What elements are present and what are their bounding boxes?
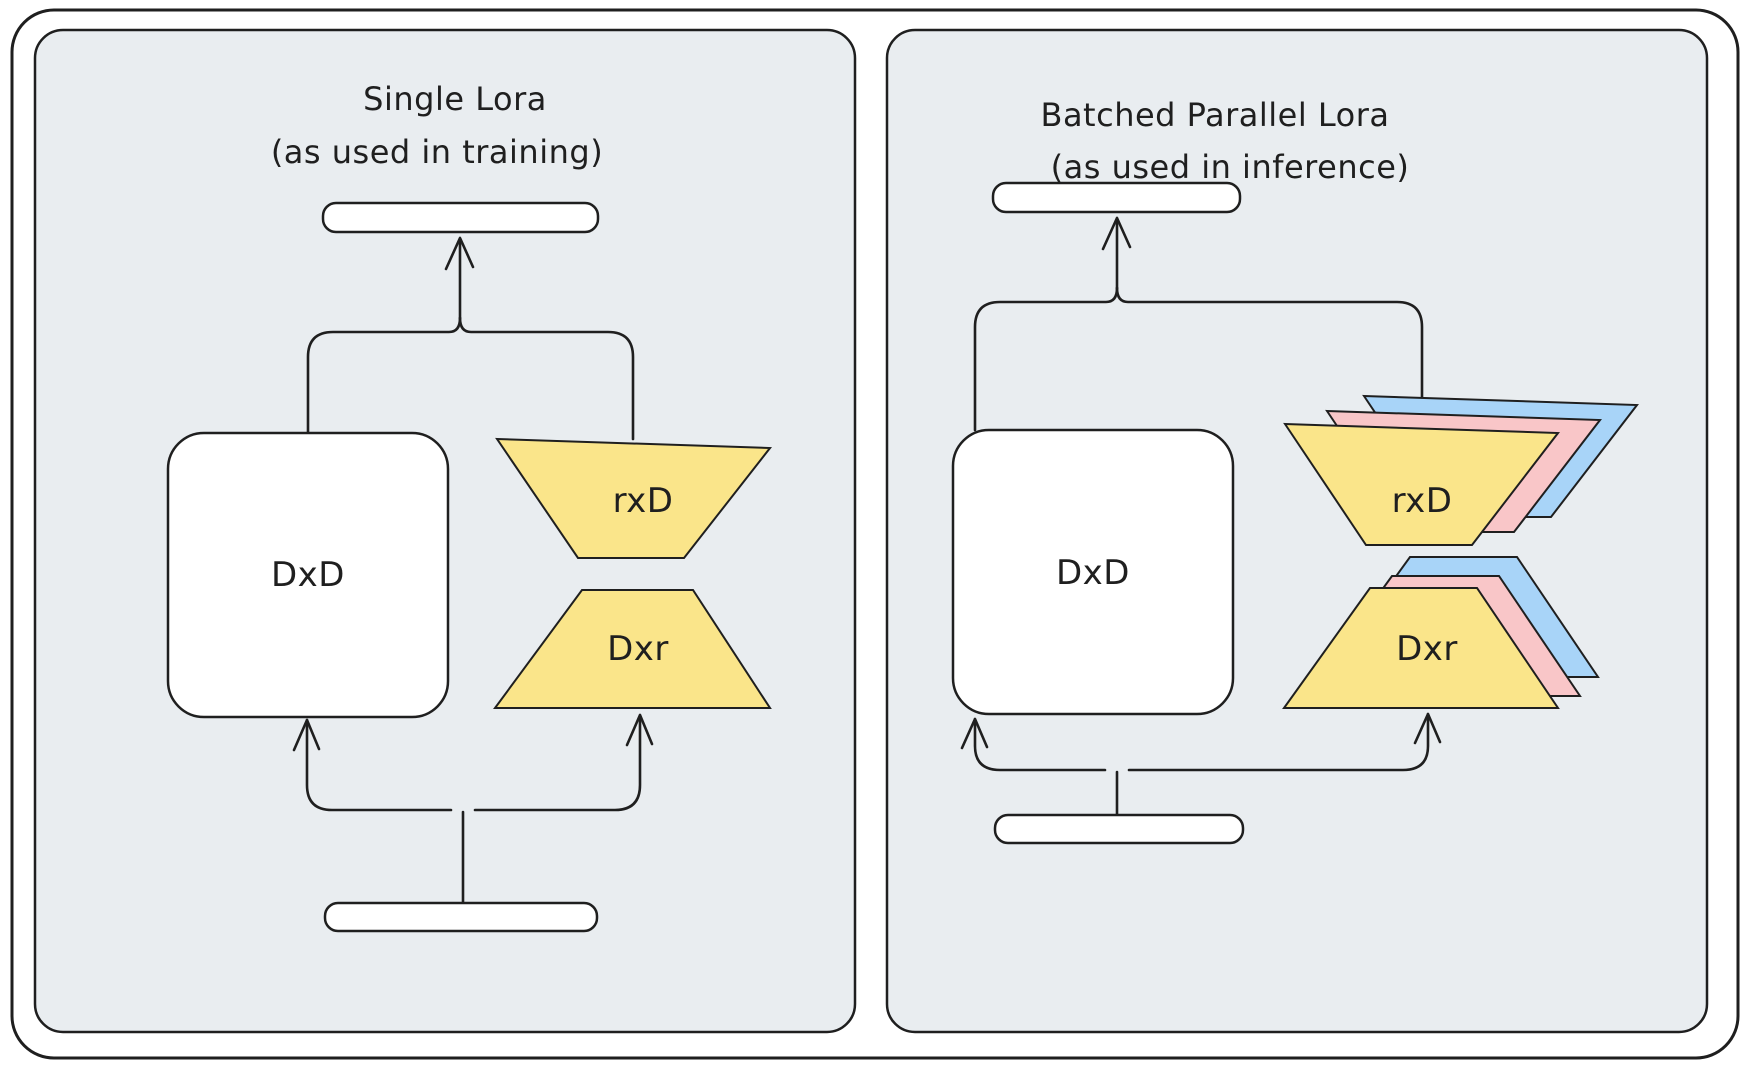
dxr-input-arrowhead-single bbox=[625, 713, 654, 747]
dxd-input-arrowhead-batched bbox=[960, 717, 989, 750]
rxd-label-single: rxD bbox=[613, 481, 674, 521]
single-lora-title: Single Lora bbox=[363, 80, 547, 118]
dxr-down-projection-single bbox=[493, 589, 772, 709]
rxd-label-batched: rxD bbox=[1392, 481, 1453, 521]
dxd-weight-matrix-batched bbox=[951, 428, 1235, 716]
batched-lora-subtitle: (as used in inference) bbox=[1051, 148, 1410, 186]
input-bar-batched bbox=[993, 813, 1245, 845]
batched-lora-title: Batched Parallel Lora bbox=[1040, 96, 1389, 134]
dxr-input-arrowhead-batched bbox=[1413, 712, 1442, 745]
merge-connector-dxd-batched bbox=[973, 286, 1119, 432]
output-arrowhead-single bbox=[444, 236, 475, 271]
merge-connector-dxd-single bbox=[306, 316, 462, 435]
merge-connector-rxd-single bbox=[458, 316, 635, 441]
dxr-down-projection-batched bbox=[1282, 587, 1560, 709]
single-lora-subtitle: (as used in training) bbox=[271, 133, 603, 171]
dxd-input-arrowhead-single bbox=[292, 718, 321, 752]
output-bar-single bbox=[321, 201, 600, 234]
output-bar-batched bbox=[991, 181, 1242, 214]
split-connector-dxd-batched bbox=[973, 719, 1107, 772]
rxd-up-projection-single bbox=[495, 437, 773, 559]
input-bar-single bbox=[323, 901, 599, 933]
split-connector-dxr-batched bbox=[1127, 714, 1430, 772]
rxd-up-projection-batched bbox=[1283, 422, 1560, 546]
output-arrowhead-batched bbox=[1101, 216, 1132, 251]
split-connector-dxd-single bbox=[305, 720, 453, 812]
dxd-weight-matrix-single bbox=[166, 431, 450, 719]
merge-connector-rxd-batched bbox=[1115, 286, 1424, 428]
dxr-label-batched: Dxr bbox=[1396, 629, 1458, 669]
dxd-label-batched: DxD bbox=[1056, 553, 1130, 593]
batched-lora-panel bbox=[885, 28, 1709, 1034]
split-connector-dxr-single bbox=[473, 715, 642, 812]
dxd-label-single: DxD bbox=[271, 555, 345, 595]
dxr-label-single: Dxr bbox=[607, 629, 669, 669]
